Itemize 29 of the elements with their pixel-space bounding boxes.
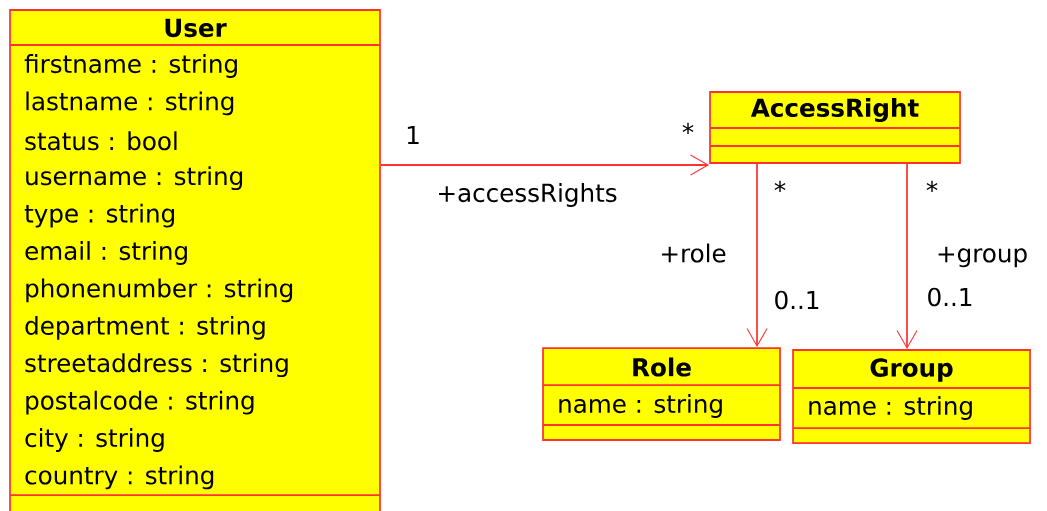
attribute-text: streetaddress : string xyxy=(25,353,288,378)
multiplicity-label: 0..1 xyxy=(928,287,972,307)
association-arrow xyxy=(896,163,918,350)
multiplicity-label: 1 xyxy=(407,126,419,144)
attribute-text: name : string xyxy=(809,396,972,420)
multiplicity-label: 0..1 xyxy=(775,290,819,310)
edge-label: +role xyxy=(657,241,729,265)
multiplicity-label: * xyxy=(774,180,786,193)
attribute-text: country : string xyxy=(25,465,214,490)
edge-label: +accessRights xyxy=(434,181,620,209)
class-name: User xyxy=(165,18,227,38)
attribute-text: firstname : string xyxy=(24,54,237,78)
attribute-text: username : string xyxy=(26,166,243,191)
attribute-text: name : string xyxy=(559,394,722,418)
attribute-text: lastname : string xyxy=(26,91,234,116)
class-name: Group xyxy=(870,358,953,382)
attribute-text: department : string xyxy=(25,315,265,340)
attribute-text: status : bool xyxy=(25,131,177,151)
multiplicity-label: * xyxy=(926,180,938,193)
class-name: Role xyxy=(633,357,691,377)
edge-label: +group xyxy=(934,244,1030,270)
attribute-text: phonenumber : string xyxy=(26,278,293,303)
attribute-text: city : string xyxy=(25,428,164,452)
association-arrow xyxy=(380,154,710,176)
attribute-text: email : string xyxy=(25,241,187,265)
attribute-text: postalcode : string xyxy=(26,390,254,415)
class-name: AccessRight xyxy=(750,98,919,122)
attribute-text: type : string xyxy=(24,203,174,228)
association-arrow xyxy=(746,163,768,348)
